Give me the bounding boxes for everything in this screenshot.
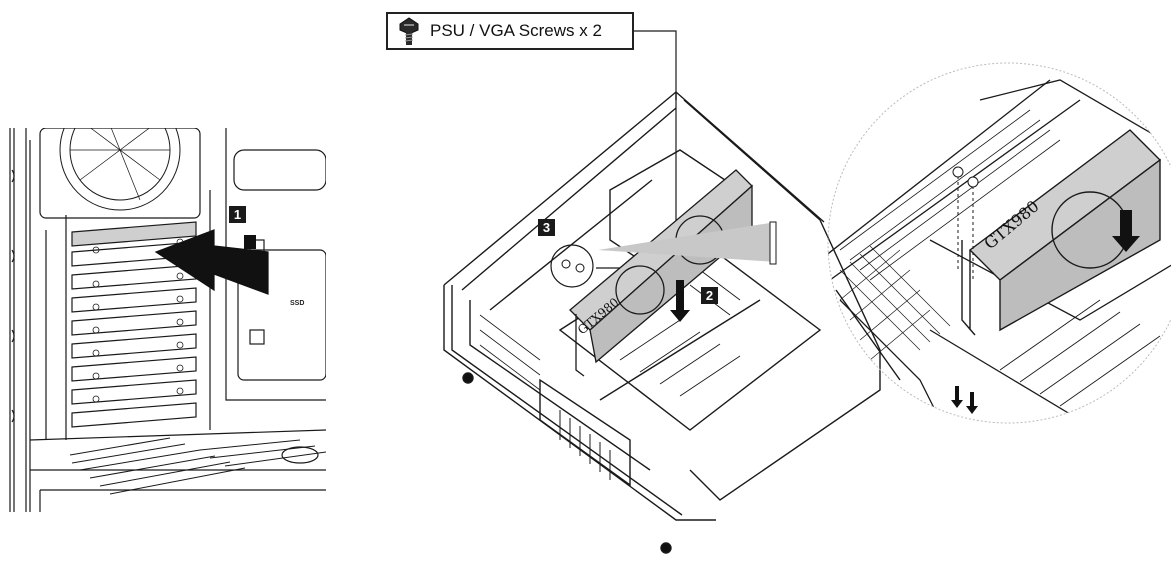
zoom-screws xyxy=(952,166,979,280)
graphics-card-installed xyxy=(569,169,753,377)
insert-arrow xyxy=(154,229,269,295)
down-arrow-zoom xyxy=(1112,210,1140,252)
screw-callout-text: PSU / VGA Screws x 2 xyxy=(430,21,602,40)
screw-icon xyxy=(399,17,419,45)
step-1-badge: 1 xyxy=(229,206,246,223)
screw-callout: PSU / VGA Screws x 2 xyxy=(386,12,634,50)
screw-in-circle xyxy=(561,259,571,269)
zoom-beam xyxy=(598,222,776,262)
left-panel-mini-mark xyxy=(244,235,256,249)
step-3-badge: 3 xyxy=(538,219,555,236)
graphics-card-zoom xyxy=(961,129,1162,336)
chassis-main xyxy=(443,91,901,554)
left-panel-slot-view xyxy=(9,128,326,512)
zoom-circle-border xyxy=(827,62,1171,424)
ssd-marking: SSD xyxy=(290,300,305,307)
step-2-badge: 2 xyxy=(701,287,718,304)
down-arrow-center xyxy=(670,280,690,322)
